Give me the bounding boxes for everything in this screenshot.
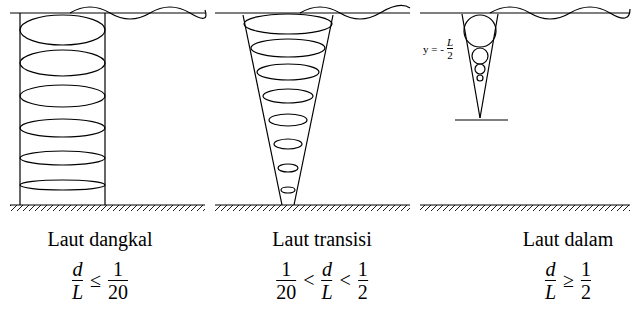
orbit-boundary: [462, 14, 480, 118]
formula-text: L: [545, 281, 556, 303]
formula-text: 1: [358, 258, 368, 280]
fraction: dL: [321, 258, 332, 303]
formula-text: Laut dalam: [523, 228, 614, 250]
fraction-bar: [72, 280, 83, 281]
wave-profile: [70, 7, 206, 19]
fraction-bar: [358, 280, 368, 281]
formula-text: <: [303, 269, 314, 291]
fraction: dL: [72, 258, 83, 303]
formula-text: L: [447, 36, 453, 48]
formula-text: L: [72, 281, 83, 303]
formula-part: 120: [108, 258, 128, 303]
fraction-bar: [108, 280, 128, 281]
label-group: Laut transisi: [272, 228, 371, 251]
formula-part: ≥: [563, 269, 574, 292]
formula-text: 20: [108, 281, 128, 303]
fraction-bar: [321, 280, 332, 281]
label-group: dL ≤120: [72, 258, 128, 303]
label-group: Laut dalam: [523, 228, 614, 251]
orbit-boundary: [104, 13, 105, 205]
label-group: Laut dangkal: [48, 228, 153, 251]
formula-text: d: [546, 258, 556, 280]
formula-text: L: [321, 281, 332, 303]
formula-text: y = -: [423, 43, 444, 55]
fraction: L2: [447, 36, 453, 61]
depth-marker: [455, 119, 508, 120]
formula-part: y = -: [423, 43, 444, 55]
formula-text: 2: [447, 49, 453, 61]
orbit-boundary: [480, 14, 498, 118]
formula-text: 1: [113, 258, 123, 280]
formula-part: 12: [358, 258, 368, 303]
formula-part: Laut dalam: [523, 228, 614, 251]
formula-text: 1: [281, 258, 291, 280]
formula-part: 120: [276, 258, 296, 303]
particle-orbits: [20, 15, 105, 190]
fraction: 120: [276, 258, 296, 303]
formula-text: Laut transisi: [272, 228, 371, 250]
fraction: 120: [108, 258, 128, 303]
formula-part: ≤: [90, 269, 101, 292]
formula-part: L2: [447, 36, 453, 61]
water-surface: [420, 12, 630, 13]
formula-text: 2: [358, 281, 368, 303]
wave-profile: [490, 7, 630, 19]
formula-text: d: [322, 258, 332, 280]
formula-part: 12: [581, 258, 591, 303]
fraction-bar: [545, 280, 556, 281]
label-group: y = -L2: [423, 36, 453, 61]
formula-part: <: [303, 269, 314, 292]
fraction: 12: [581, 258, 591, 303]
orbit-boundary: [19, 13, 20, 205]
formula-text: d: [73, 258, 83, 280]
formula-text: <: [340, 269, 351, 291]
fraction-bar: [581, 280, 591, 281]
formula-part: Laut dangkal: [48, 228, 153, 251]
formula-text: 1: [581, 258, 591, 280]
orbit-boundary: [243, 15, 282, 205]
fraction: dL: [545, 258, 556, 303]
formula-part: dL: [321, 258, 332, 303]
particle-orbits: [464, 15, 496, 81]
orbit-boundary: [294, 15, 333, 205]
formula-part: Laut transisi: [272, 228, 371, 251]
fraction: 12: [358, 258, 368, 303]
formula-part: dL: [72, 258, 83, 303]
fraction-bar: [276, 280, 296, 281]
formula-text: ≥: [563, 269, 574, 291]
water-surface: [10, 12, 205, 13]
label-group: dL ≥12: [545, 258, 591, 303]
formula-text: ≤: [90, 269, 101, 291]
particle-orbits: [244, 14, 332, 193]
formula-text: 2: [581, 281, 591, 303]
fraction-bar: [447, 48, 453, 49]
formula-text: Laut dangkal: [48, 228, 153, 250]
sea-bed-hatching: [10, 205, 630, 211]
formula-part: dL: [545, 258, 556, 303]
label-group: 120<dL<12: [276, 258, 368, 303]
formula-text: 20: [276, 281, 296, 303]
formula-part: <: [340, 269, 351, 292]
